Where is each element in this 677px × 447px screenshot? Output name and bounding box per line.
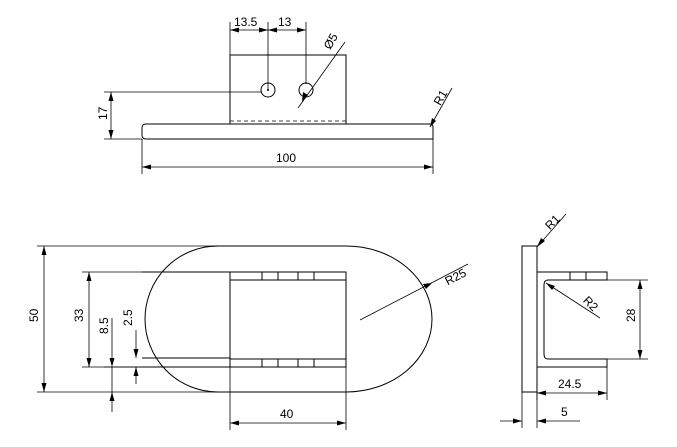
- arrowhead: [297, 27, 306, 33]
- arrowhead: [86, 358, 92, 367]
- arrowhead: [230, 420, 239, 426]
- dim-side-inner-radius: R2: [580, 293, 601, 314]
- arrowhead: [337, 420, 346, 426]
- top-view-upright-block: [229, 54, 347, 125]
- dim-side-thickness: 5: [561, 405, 568, 419]
- dim-side-depth: 24.5: [558, 377, 582, 391]
- arrowhead: [537, 390, 546, 396]
- dim-inner-width: 33: [72, 308, 86, 322]
- arrowhead: [109, 358, 115, 367]
- dim-side-height: 28: [624, 308, 638, 322]
- arrowhead: [41, 246, 47, 255]
- front-view: 50 33 8.5 2.5 R25 40: [27, 245, 469, 430]
- arrowhead: [302, 92, 308, 102]
- front-view-obround-outline: [144, 245, 433, 393]
- side-view-vertical-plate: [521, 245, 538, 393]
- dim-top-height: 17: [96, 106, 110, 120]
- arrowhead: [537, 238, 545, 247]
- arrowhead: [142, 164, 151, 170]
- leader-line: [359, 263, 469, 321]
- top-view: 13.5 13 Ø5 17 100 R1: [96, 15, 453, 174]
- arrowhead: [268, 27, 277, 33]
- arrowhead: [109, 392, 115, 401]
- arrowhead: [637, 350, 643, 359]
- arrowhead: [230, 27, 239, 33]
- arrowhead: [133, 367, 139, 376]
- arrowhead: [546, 283, 555, 290]
- dim-offset: 8.5: [97, 317, 111, 334]
- arrowhead: [424, 164, 433, 170]
- arrowhead: [108, 130, 114, 139]
- arrowhead: [598, 390, 607, 396]
- arrowhead: [637, 280, 643, 289]
- dim-end-radius: R25: [443, 266, 469, 289]
- arrowhead: [259, 27, 268, 33]
- dim-hole-spacing: 13: [278, 15, 292, 29]
- dim-side-top-radius: R1: [542, 212, 563, 233]
- side-view: R1 R2 28 24.5 5: [500, 212, 648, 428]
- arrowhead: [430, 118, 436, 127]
- arrowhead: [513, 418, 522, 424]
- dim-hole-offset: 13.5: [234, 15, 258, 29]
- dim-top-length: 100: [276, 151, 296, 165]
- front-view-center-part: [229, 271, 347, 368]
- dim-outer-width: 50: [27, 308, 41, 322]
- arrowhead: [86, 272, 92, 281]
- arrowhead: [108, 92, 114, 101]
- arrowhead: [41, 383, 47, 392]
- leader-line: [545, 282, 601, 319]
- dim-part-width: 40: [280, 407, 294, 421]
- top-view-base-plate: [141, 123, 434, 140]
- dim-gap: 2.5: [121, 309, 135, 326]
- dim-hole-diameter: Ø5: [321, 31, 341, 52]
- arrowhead: [133, 349, 139, 358]
- side-view-bracket: [537, 271, 608, 368]
- dim-top-corner-radius: R1: [431, 87, 451, 108]
- arrowhead: [537, 418, 546, 424]
- arrowhead: [423, 283, 432, 289]
